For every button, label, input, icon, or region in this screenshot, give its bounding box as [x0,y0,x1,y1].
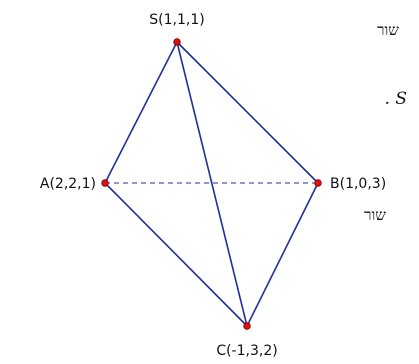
vertex-label-S: S(1,1,1) [149,12,204,28]
edge-AC [104,182,248,327]
vertex-label-C: C(-1,3,2) [216,343,277,359]
side-text-line-3: שור [364,206,386,224]
edge-SA [104,41,178,184]
edge-BC [246,182,319,327]
side-text-line-1: שור [377,21,399,39]
vertex-point-A [101,179,109,187]
vertex-label-A: A(2,2,1) [40,176,96,192]
vertex-label-B: B(1,0,3) [330,176,386,192]
vertex-point-C [243,322,251,330]
edge-SB [176,41,319,184]
vertex-point-B [314,179,322,187]
side-text-line-2: . S [385,89,407,109]
vertex-point-S [173,38,181,46]
edge-SC [176,41,248,327]
